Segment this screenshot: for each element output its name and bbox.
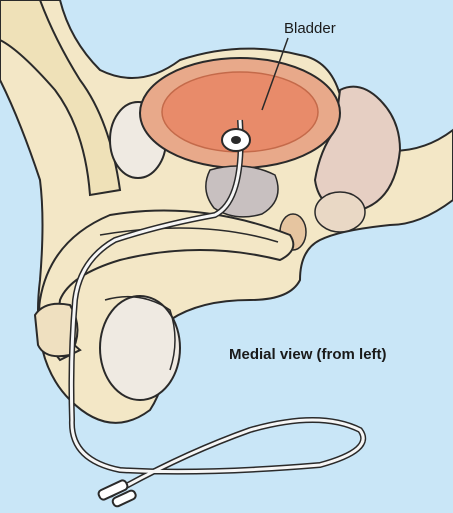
view-caption: Medial view (from left) — [229, 346, 387, 363]
catheter-eyelet — [231, 136, 241, 144]
rectal-content — [315, 192, 365, 232]
prostate — [206, 166, 278, 217]
bladder-label: Bladder — [284, 20, 336, 37]
testis — [100, 296, 180, 400]
